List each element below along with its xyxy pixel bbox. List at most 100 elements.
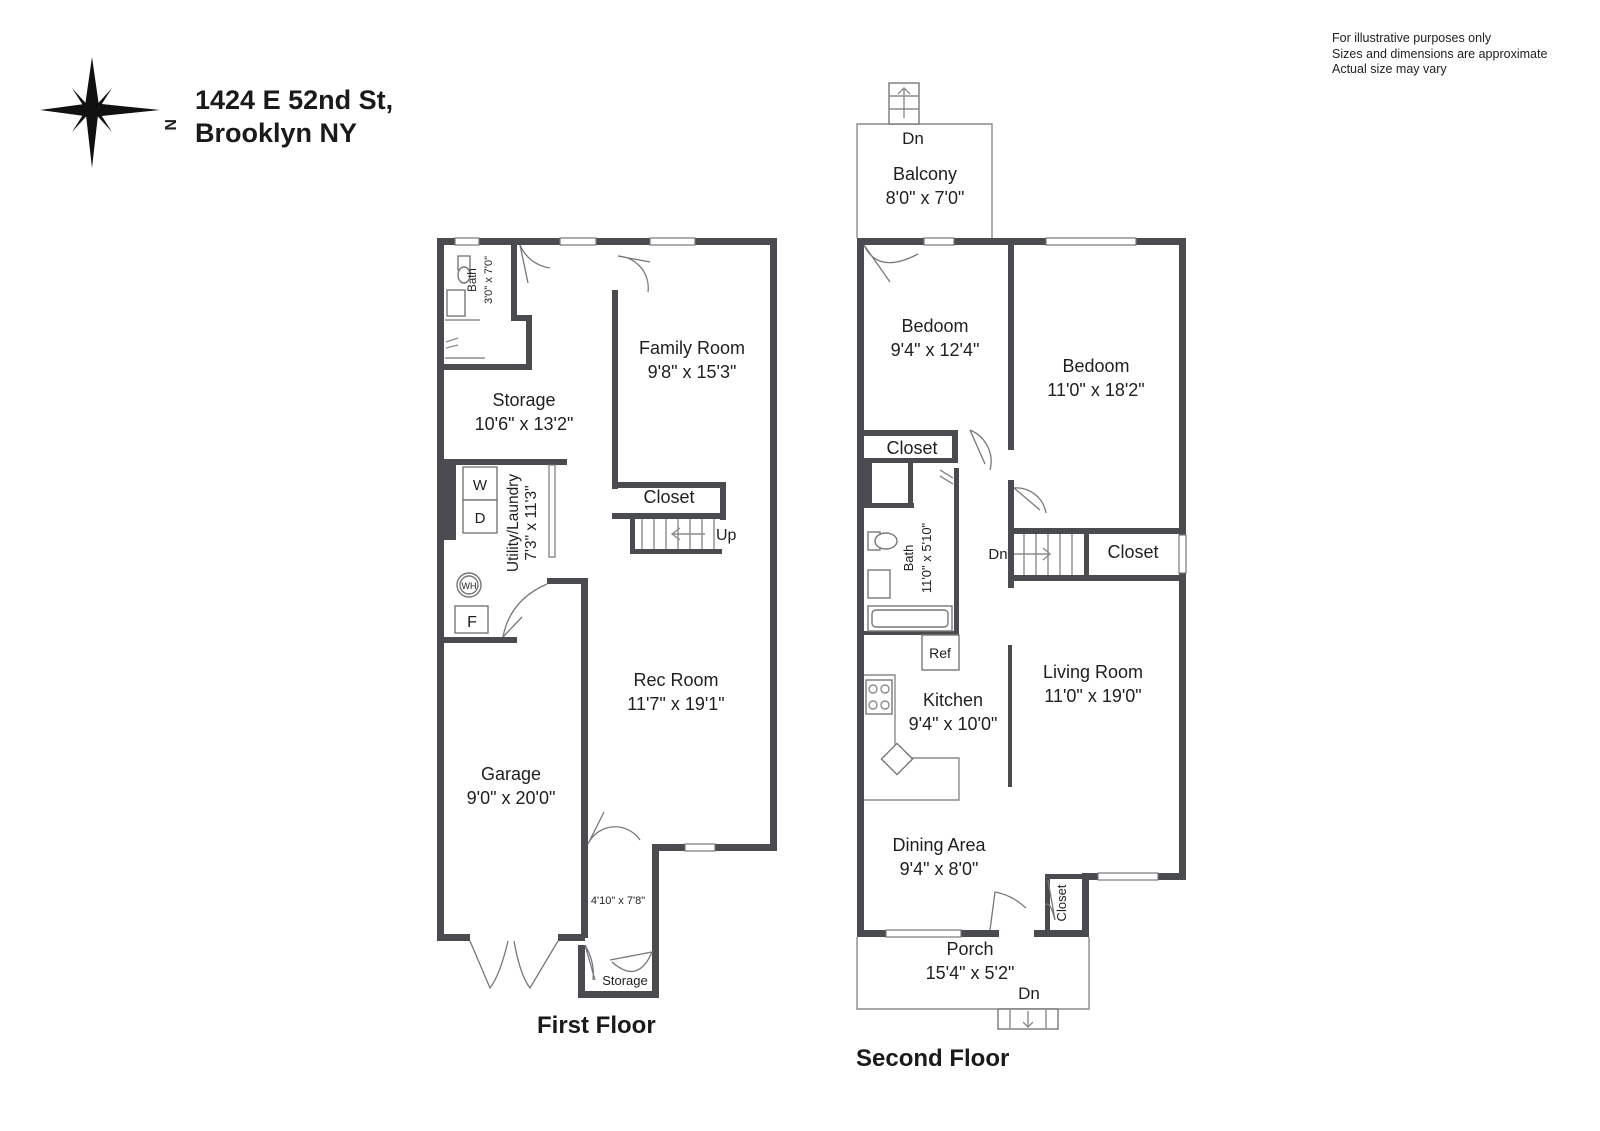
room-name: Kitchen	[923, 690, 983, 710]
kitchen-counter	[864, 674, 960, 801]
stove-burner	[868, 684, 878, 694]
wall	[547, 578, 587, 584]
wall	[864, 631, 959, 635]
room-dimensions: 11'7" x 19'1"	[627, 694, 724, 714]
room-name: Storage	[492, 390, 555, 410]
wall	[581, 578, 588, 938]
disclaimer-line: Actual size may vary	[1332, 62, 1447, 77]
door-swing	[519, 244, 551, 284]
window	[548, 464, 556, 558]
wall	[952, 430, 958, 462]
room-name: Porch	[946, 939, 993, 959]
door-swing	[587, 811, 641, 845]
window	[559, 237, 597, 246]
porch-outline	[856, 937, 1090, 1010]
wall	[1008, 245, 1014, 450]
refrigerator-label: Ref	[929, 645, 951, 661]
wall	[864, 430, 958, 436]
wall	[511, 315, 531, 321]
window	[649, 237, 696, 246]
wall	[1008, 575, 1186, 581]
door-swing	[513, 940, 559, 990]
room-dimensions: 15'4" x 5'2"	[926, 963, 1015, 983]
room-name: Dining Area	[892, 835, 986, 855]
door-swing	[989, 891, 1027, 931]
wall	[578, 991, 659, 998]
door-swing	[502, 583, 548, 638]
wall	[1084, 528, 1089, 578]
door-swing	[469, 940, 509, 990]
toilet-icon	[874, 532, 898, 550]
room-name: Bath	[901, 545, 916, 572]
wall	[1045, 874, 1082, 879]
door-swing	[617, 255, 651, 293]
second-floor-title: Second Floor	[856, 1045, 1010, 1072]
water-heater-icon	[459, 575, 479, 595]
room-name: Balcony	[893, 164, 957, 184]
window	[1178, 534, 1187, 574]
water-heater-label: WH	[462, 581, 477, 591]
compass-north-label: N	[161, 119, 178, 131]
stairs-arrow-icon	[889, 87, 919, 118]
room-name: Storage	[602, 973, 648, 988]
wall	[1008, 528, 1186, 534]
washer-icon	[462, 466, 498, 501]
room-dimensions: 11'0" x 5'10"	[919, 522, 934, 593]
stove-burner	[880, 684, 890, 694]
dryer-label: D	[475, 510, 486, 527]
refrigerator-icon	[921, 634, 960, 671]
stairs	[1014, 534, 1073, 575]
wall	[954, 468, 959, 635]
door-swing	[1013, 487, 1047, 514]
shower-icon	[939, 469, 954, 485]
door-swing	[584, 944, 596, 981]
window	[923, 237, 955, 246]
door-swing	[1044, 879, 1056, 921]
wall	[720, 482, 726, 520]
wall	[511, 245, 517, 320]
address-title: 1424 E 52nd St, Brooklyn NY	[195, 84, 393, 150]
stove-icon	[865, 679, 893, 715]
wall	[864, 463, 872, 505]
room-name: Closet	[1054, 884, 1069, 921]
room-name: Living Room	[1043, 662, 1143, 682]
wall	[437, 637, 517, 643]
address-line-2: Brooklyn NY	[195, 118, 358, 148]
room-name: Bedoom	[1062, 356, 1129, 376]
room-dimensions: 9'8" x 15'3"	[648, 362, 737, 382]
wall	[612, 482, 726, 488]
stove-burner	[868, 700, 878, 710]
room-dimensions: 11'0" x 19'0"	[1044, 686, 1141, 706]
stairs-up-label: Up	[716, 527, 737, 544]
room-dimensions: 9'4" x 10'0"	[909, 714, 998, 734]
balcony-outline	[856, 123, 993, 238]
wall	[444, 364, 532, 370]
wall	[437, 465, 456, 540]
disclaimer: For illustrative purposes only Sizes and…	[1332, 31, 1547, 78]
room-name: Garage	[481, 764, 541, 784]
shower-icon	[445, 319, 485, 359]
room-name: Bath	[467, 268, 479, 292]
washer-label: W	[473, 477, 488, 494]
wall	[612, 290, 618, 489]
address-line-1: 1424 E 52nd St,	[195, 85, 394, 115]
room-name: Closet	[886, 438, 937, 458]
wall	[1082, 873, 1089, 937]
door-swing	[609, 951, 654, 973]
porch-down-label: Dn	[1018, 984, 1040, 1003]
wall	[857, 238, 1185, 245]
wall	[437, 459, 567, 465]
toilet-icon	[457, 266, 471, 284]
stairs	[641, 519, 715, 549]
room-dimensions: 8'0" x 7'0"	[886, 188, 965, 208]
sink-icon	[880, 742, 914, 776]
wall	[908, 458, 913, 508]
room-dimensions: 9'0" x 20'0"	[467, 788, 556, 808]
furnace-icon	[454, 605, 489, 634]
room-dimensions: 10'6" x 13'2"	[475, 414, 574, 434]
room-dimensions: 9'4" x 12'4"	[891, 340, 980, 360]
disclaimer-line: Sizes and dimensions are approximate	[1332, 46, 1548, 61]
wall	[1034, 930, 1089, 937]
stairs-arrow-icon	[1009, 1009, 1047, 1029]
